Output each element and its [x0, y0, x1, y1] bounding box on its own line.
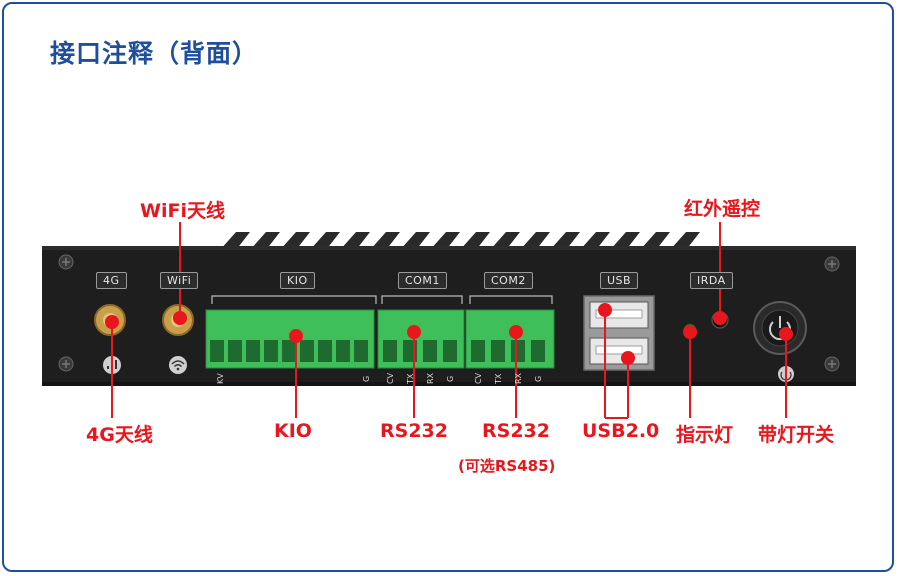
pin-label-com1-cv: CV	[386, 372, 395, 384]
panel-tag-kio: KIO	[280, 272, 315, 289]
label-power-switch: 带灯开关	[758, 424, 835, 446]
com2-terminal-block	[465, 309, 555, 369]
label-rs232-com2: RS232	[482, 420, 550, 442]
panel-tag-wifi: WiFi	[160, 272, 199, 289]
label-rs485-note: (可选RS485)	[458, 457, 556, 475]
label-4g-antenna: 4G天线	[86, 424, 153, 446]
callout-lines	[105, 222, 793, 419]
panel-tag-com2: COM2	[484, 272, 533, 289]
label-wifi-antenna: WiFi天线	[140, 200, 225, 222]
panel-tag-usb: USB	[600, 272, 639, 289]
heatsink-fins	[220, 232, 700, 250]
pin-label-com2-rx: RX	[514, 372, 523, 384]
pin-label-com1-rx: RX	[426, 372, 435, 384]
label-rs232-com1: RS232	[380, 420, 448, 442]
panel-tag-4g: 4G	[96, 272, 127, 289]
power-button	[753, 301, 807, 355]
pin-label-kio-g: G	[362, 375, 371, 382]
page-title: 接口注释（背面）	[50, 39, 259, 68]
pin-label-kio-kv: KV	[216, 373, 225, 384]
com1-terminal-block	[377, 309, 465, 369]
label-indicator: 指示灯	[676, 424, 734, 446]
panel-tag-com1: COM1	[398, 272, 447, 289]
usb-ports	[583, 295, 655, 371]
pin-label-com2-g: G	[534, 375, 543, 382]
pin-label-com2-cv: CV	[474, 372, 483, 384]
wifi-icon	[169, 356, 187, 374]
pin-label-com2-tx: TX	[494, 373, 503, 384]
pin-label-com1-g: G	[446, 375, 455, 382]
label-ir-remote: 红外遥控	[684, 198, 761, 220]
label-kio: KIO	[274, 420, 312, 442]
panel-tag-irda: IRDA	[690, 272, 733, 289]
label-usb: USB2.0	[582, 420, 660, 442]
pin-label-com1-tx: TX	[406, 373, 415, 384]
